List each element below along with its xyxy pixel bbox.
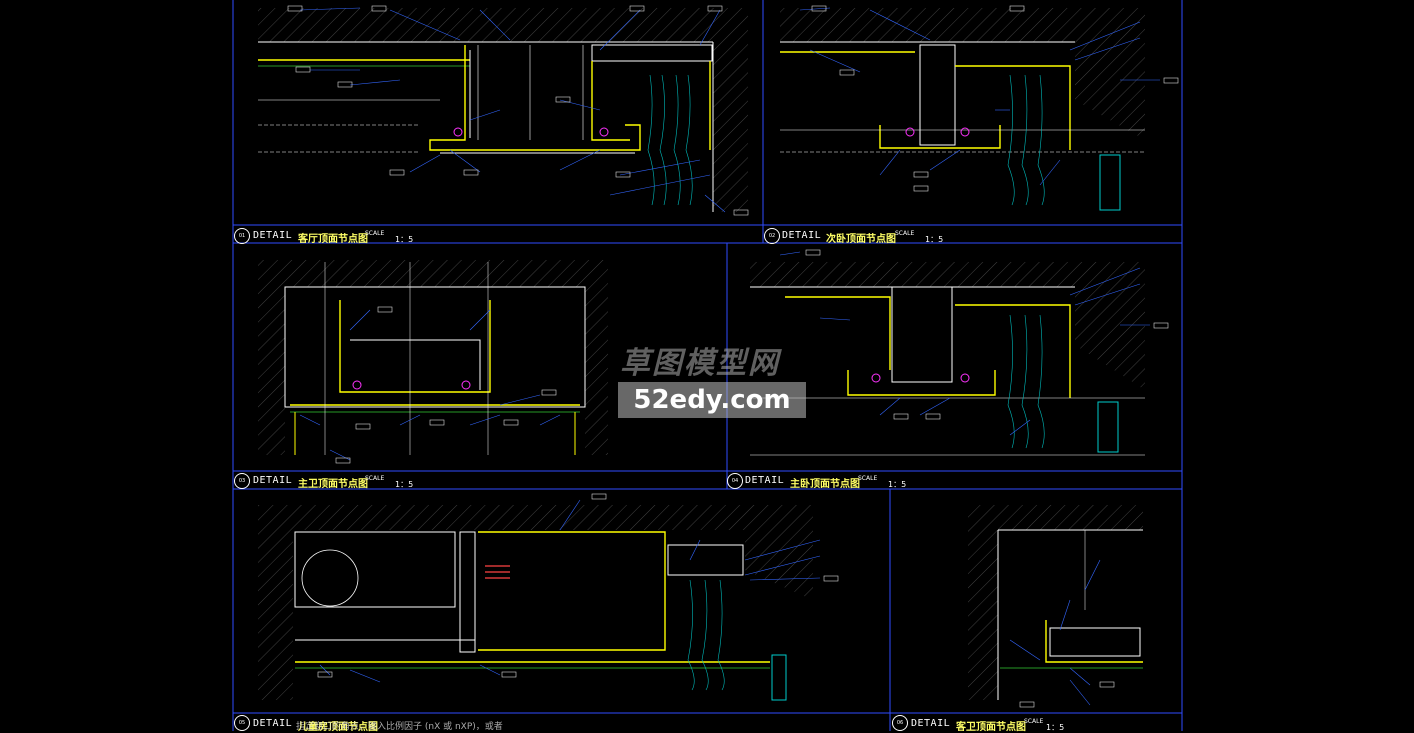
detail-label-06: DETAIL (911, 718, 951, 729)
detail-scale-04: 1：5 (888, 480, 907, 489)
detail-05-drawing (258, 493, 839, 701)
detail-title-02: 次卧顶面节点图 (826, 234, 896, 245)
detail-number-05: 05 (234, 715, 250, 731)
detail-scale-word-02: SCALE (895, 230, 915, 237)
command-line-prompt[interactable]: 指定窗口的角点，输入比例因子 (nX 或 nXP)，或者 (296, 722, 503, 732)
watermark-url: 52edy.com (618, 382, 806, 418)
detail-04-drawing (750, 249, 1169, 456)
detail-title-03: 主卫顶面节点图 (298, 479, 368, 490)
detail-scale-01: 1：5 (395, 235, 414, 244)
detail-scale-word-06: SCALE (1024, 718, 1044, 725)
detail-scale-03: 1：5 (395, 480, 414, 489)
detail-scale-word-04: SCALE (858, 475, 878, 482)
detail-06-drawing (968, 505, 1143, 708)
detail-label-04: DETAIL (745, 475, 785, 486)
detail-title-04: 主卧顶面节点图 (790, 479, 860, 490)
detail-01-drawing (258, 5, 749, 216)
detail-03-drawing (258, 260, 608, 464)
detail-label-01: DETAIL (253, 230, 293, 241)
detail-number-02: 02 (764, 228, 780, 244)
detail-number-03: 03 (234, 473, 250, 489)
detail-label-02: DETAIL (782, 230, 822, 241)
detail-title-01: 客厅顶面节点图 (298, 234, 368, 245)
watermark-brand: 草图模型网 (620, 346, 780, 381)
detail-02-drawing (780, 5, 1179, 211)
sheet-frame (232, 0, 1183, 731)
detail-label-03: DETAIL (253, 475, 293, 486)
detail-scale-word-01: SCALE (365, 230, 385, 237)
detail-number-04: 04 (727, 473, 743, 489)
detail-number-01: 01 (234, 228, 250, 244)
detail-scale-02: 1：5 (925, 235, 944, 244)
detail-scale-word-03: SCALE (365, 475, 385, 482)
detail-scale-06: 1：5 (1046, 723, 1065, 732)
detail-title-05: 儿童房顶面节点图 (298, 722, 378, 733)
detail-number-06: 06 (892, 715, 908, 731)
detail-label-05: DETAIL (253, 718, 293, 729)
detail-title-06: 客卫顶面节点图 (956, 722, 1026, 733)
